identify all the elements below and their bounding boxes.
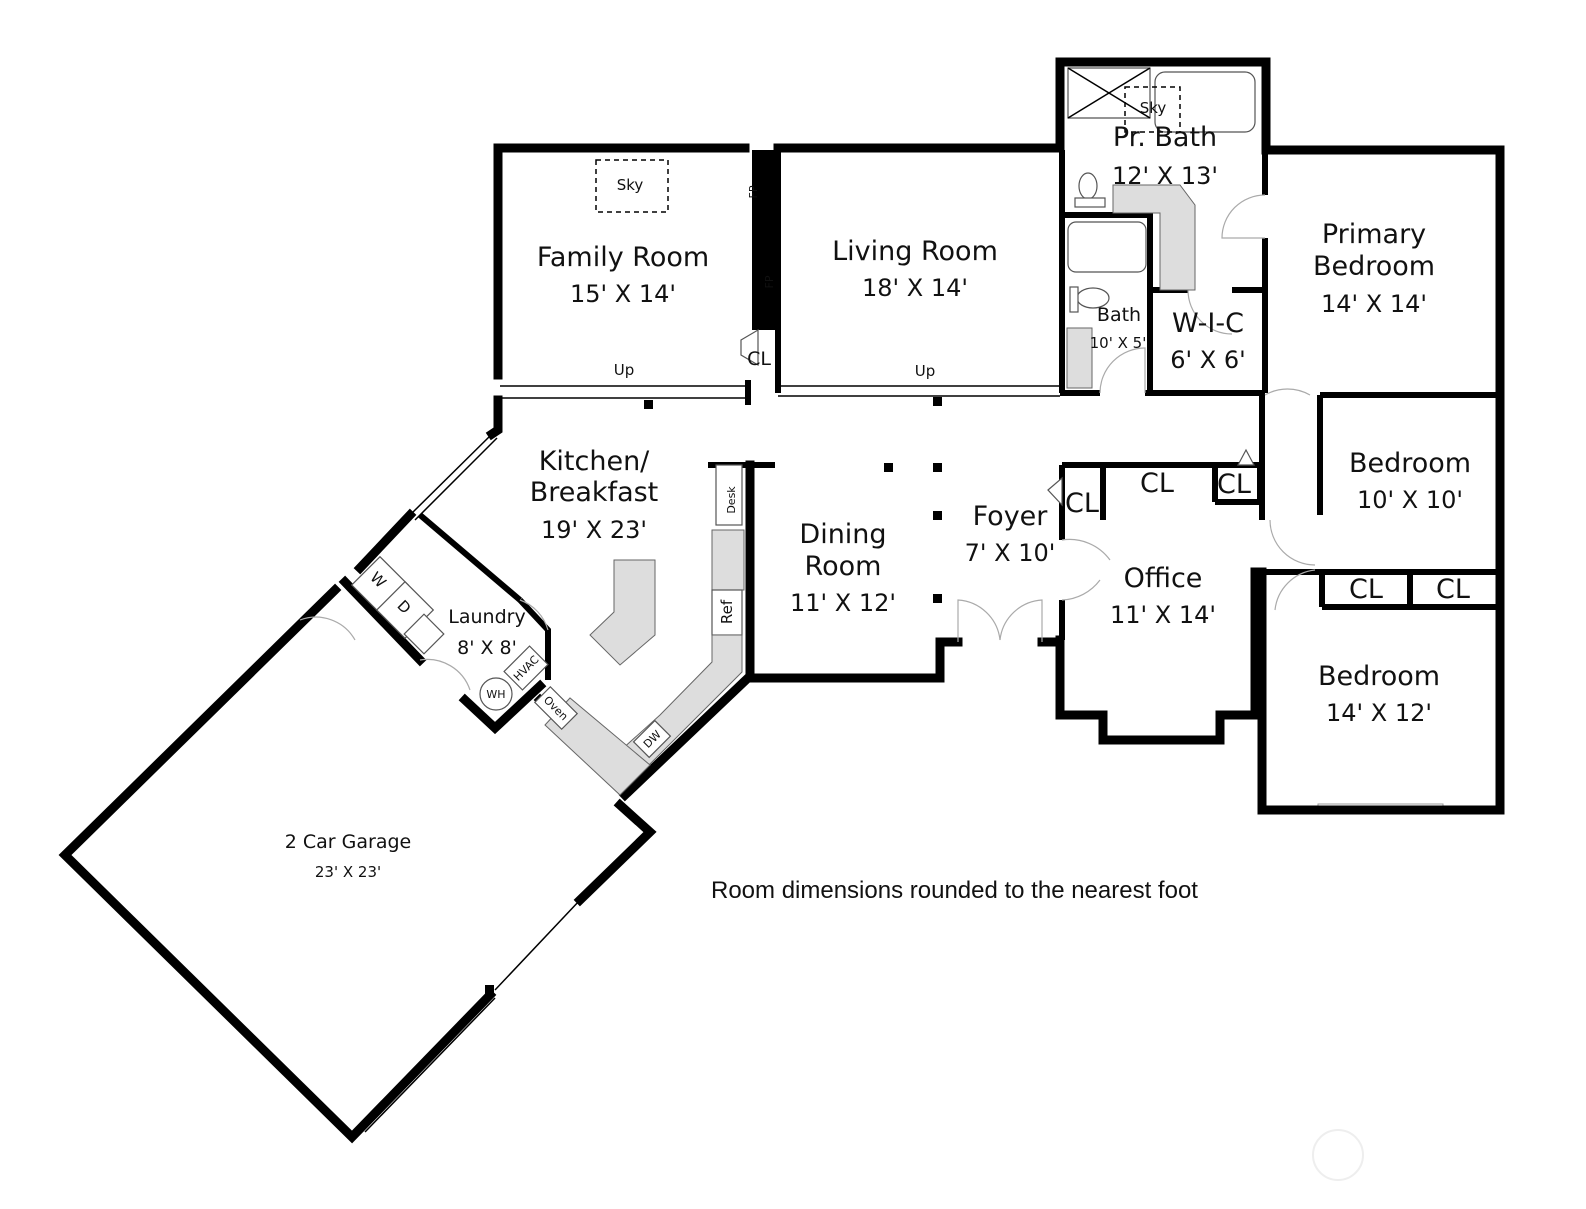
laundry-dim: 8' X 8' bbox=[457, 637, 517, 659]
closet-label: CL bbox=[747, 348, 771, 370]
laundry-name: Laundry bbox=[448, 606, 525, 628]
foyer-name: Foyer bbox=[973, 501, 1049, 532]
dimensions-note: Room dimensions rounded to the nearest f… bbox=[711, 877, 1198, 904]
family-room-name: Family Room bbox=[537, 242, 709, 273]
dishwasher bbox=[632, 719, 672, 759]
doors bbox=[299, 194, 1316, 691]
bath-dim: 10' X 5' bbox=[1090, 334, 1147, 352]
exterior-walls bbox=[58, 57, 1505, 1144]
primary-bedroom-name-2: Bedroom bbox=[1313, 251, 1435, 282]
refrigerator-label: Ref bbox=[718, 599, 736, 624]
bedroom-2-name: Bedroom bbox=[1349, 448, 1471, 479]
desk-label: Desk bbox=[725, 486, 738, 514]
stairs-up-label: Up bbox=[915, 362, 936, 380]
kitchen-name-2: Breakfast bbox=[530, 477, 659, 508]
bathtub-icon bbox=[1067, 221, 1147, 273]
office-name: Office bbox=[1124, 563, 1203, 594]
dining-room-name-1: Dining bbox=[799, 519, 886, 550]
kitchen-name-1: Kitchen/ bbox=[539, 446, 650, 477]
fireplace-label: FP bbox=[763, 275, 776, 288]
dining-room-dim: 11' X 12' bbox=[790, 589, 896, 617]
skylight bbox=[595, 159, 669, 213]
closet-label: CL bbox=[1217, 469, 1251, 500]
living-room-name: Living Room bbox=[832, 236, 998, 267]
living-room-dim: 18' X 14' bbox=[862, 274, 968, 302]
skylight bbox=[1124, 86, 1181, 133]
skylight-label: Sky bbox=[617, 176, 644, 194]
foyer-dim: 7' X 10' bbox=[965, 539, 1056, 567]
wic-name: W-I-C bbox=[1172, 308, 1244, 339]
bedroom-3-dim: 14' X 12' bbox=[1326, 699, 1432, 727]
pr-bath-name: Pr. Bath bbox=[1113, 122, 1217, 153]
bath-name: Bath bbox=[1097, 304, 1141, 326]
office-dim: 11' X 14' bbox=[1110, 601, 1216, 629]
closet-label: CL bbox=[1140, 468, 1174, 499]
hvac bbox=[503, 645, 549, 691]
water-heater bbox=[479, 677, 513, 711]
watermark-icon bbox=[1312, 1129, 1364, 1181]
fixtures bbox=[350, 67, 1256, 796]
toilet-icon bbox=[1078, 172, 1098, 200]
refrigerator bbox=[711, 589, 743, 636]
family-room-dim: 15' X 14' bbox=[570, 280, 676, 308]
closet-label: CL bbox=[1065, 488, 1099, 519]
oven bbox=[533, 685, 579, 731]
primary-bedroom-dim: 14' X 14' bbox=[1321, 290, 1427, 318]
bedroom-2-dim: 10' X 10' bbox=[1357, 486, 1463, 514]
room-labels: Sky FP FP Family Room 15' X 14' Living R… bbox=[285, 99, 1471, 881]
kitchen-dim: 19' X 23' bbox=[541, 516, 647, 544]
garage-dim: 23' X 23' bbox=[315, 863, 381, 881]
primary-bedroom-name-1: Primary bbox=[1322, 219, 1426, 250]
skylight-label: Sky bbox=[1140, 99, 1167, 117]
desk bbox=[715, 464, 743, 526]
stairs-up-label: Up bbox=[614, 361, 635, 379]
dining-room-name-2: Room bbox=[805, 551, 882, 582]
bedroom-3-name: Bedroom bbox=[1318, 661, 1440, 692]
closet-label: CL bbox=[1436, 574, 1470, 605]
closet-label: CL bbox=[1349, 574, 1383, 605]
wic-dim: 6' X 6' bbox=[1170, 346, 1245, 374]
water-heater-label: WH bbox=[486, 688, 505, 701]
garage-name: 2 Car Garage bbox=[285, 831, 411, 853]
fireplace-label: FP bbox=[747, 185, 760, 198]
pr-bath-dim: 12' X 13' bbox=[1112, 162, 1218, 190]
